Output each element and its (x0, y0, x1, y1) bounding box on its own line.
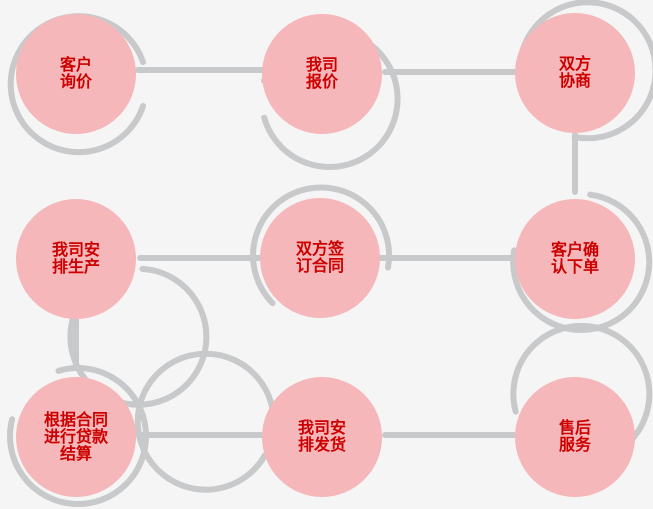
step-company-quote[interactable]: 我司 报价 (262, 14, 382, 134)
ring-arc-5 (250, 184, 393, 307)
step-arrange-shipment[interactable]: 我司安 排发货 (262, 377, 382, 497)
step-label: 双方签 订合同 (295, 241, 344, 275)
step-label: 客户确 认下单 (550, 242, 599, 276)
step-label: 我司安 排发货 (297, 420, 346, 454)
step-sign-contract[interactable]: 双方签 订合同 (260, 198, 380, 318)
step-label: 我司 报价 (305, 57, 338, 91)
step-label: 售后 服务 (558, 420, 591, 454)
step-label: 根据合同 进行贷款 结算 (43, 411, 108, 463)
step-customer-inquiry[interactable]: 客户 询价 (16, 14, 136, 134)
step-payment-settlement[interactable]: 根据合同 进行贷款 结算 (16, 377, 136, 497)
ring-arc-8 (134, 350, 276, 493)
step-customer-confirm-order[interactable]: 客户确 认下单 (515, 199, 635, 319)
step-label: 我司安 排生产 (51, 242, 100, 276)
step-arrange-production[interactable]: 我司安 排生产 (16, 199, 136, 319)
step-after-sales-service[interactable]: 售后 服务 (515, 377, 635, 497)
step-mutual-negotiation[interactable]: 双方 协商 (515, 13, 635, 133)
step-label: 双方 协商 (558, 56, 591, 90)
step-label: 客户 询价 (59, 57, 92, 91)
ring-arc-7 (7, 365, 149, 508)
ring-arc-9 (510, 322, 653, 443)
ring-arc-4 (510, 191, 653, 333)
